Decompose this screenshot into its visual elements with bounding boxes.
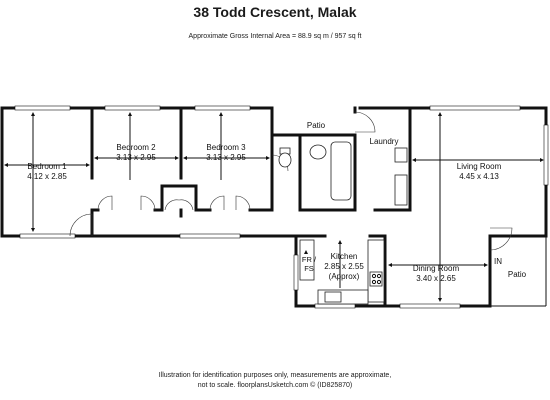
living-room-dims: 4.45 x 4.13	[459, 172, 499, 181]
outer-walls	[0, 106, 548, 308]
patio-top-label: Patio	[307, 121, 326, 130]
basin	[309, 144, 327, 160]
fridge-space-label-1: FR /	[302, 255, 317, 264]
fridge-space-label-2: FS	[304, 264, 314, 273]
bedroom-3-dims: 3.13 x 2.95	[206, 153, 246, 162]
kitchen-note: (Approx)	[329, 272, 360, 281]
kitchen-label: Kitchen	[331, 252, 358, 261]
disclaimer-line-2: not to scale. floorplansUsketch.com © (I…	[197, 382, 353, 389]
bedroom-2-dims: 3.13 x 2.95	[116, 153, 156, 162]
dining-room-label: Dining Room	[413, 264, 460, 273]
kitchen-dims: 2.85 x 2.55	[324, 262, 364, 271]
living-room-label: Living Room	[457, 162, 502, 171]
interior-walls	[90, 106, 492, 308]
bathtub	[330, 141, 352, 201]
plan-title: 38 Todd Crescent, Malak	[193, 4, 357, 20]
laundry-tub	[394, 147, 408, 163]
bedroom-3-label: Bedroom 3	[206, 143, 246, 152]
patio-outline	[490, 236, 547, 307]
disclaimer-line-1: Illustration for identification purposes…	[158, 372, 392, 379]
door-swings	[69, 111, 513, 251]
fridge-space	[299, 239, 315, 281]
room-labels: Bedroom 1 4.12 x 2.85 Bedroom 2 3.13 x 2…	[27, 121, 526, 283]
bedroom-2-label: Bedroom 2	[116, 143, 156, 152]
windows	[14, 105, 549, 309]
bedroom-1-label: Bedroom 1	[27, 162, 67, 171]
gross-area-text: Approximate Gross Internal Area = 88.9 s…	[188, 33, 362, 40]
dining-room-dims: 3.40 x 2.65	[416, 274, 456, 283]
patio-right-label: Patio	[508, 270, 527, 279]
laundry-bench	[394, 174, 408, 206]
disclaimer: Illustration for identification purposes…	[0, 371, 550, 391]
toilet	[278, 152, 292, 168]
laundry-label: Laundry	[370, 137, 399, 146]
kitchen-bench-right	[367, 239, 385, 303]
bedroom-1-dims: 4.12 x 2.85	[27, 172, 67, 181]
entry-label: IN	[494, 257, 502, 266]
kitchen-sink	[324, 291, 342, 303]
cooktop	[369, 271, 383, 287]
dimension-arrows	[4, 112, 544, 302]
fixtures	[278, 141, 408, 305]
